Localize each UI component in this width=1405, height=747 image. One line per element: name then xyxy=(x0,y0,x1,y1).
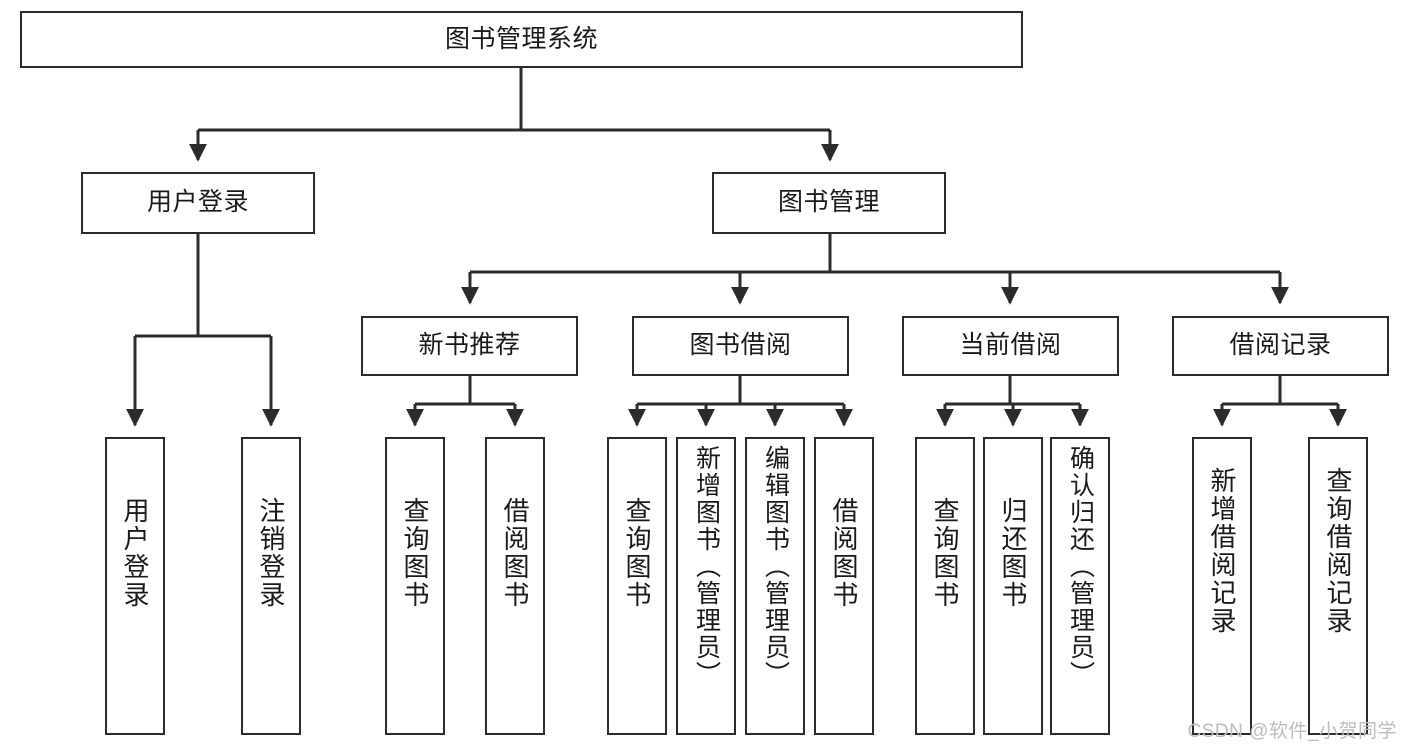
leaf-current-borrow-return-book[interactable]: 归还图书 xyxy=(983,437,1043,735)
node-borrow-records[interactable]: 借阅记录 xyxy=(1172,316,1389,376)
node-label: 新增图书（管理员） xyxy=(692,445,721,688)
node-label: 图书管理 xyxy=(777,188,880,217)
csdn-watermark: CSDN @软件_小贺同学 xyxy=(1187,721,1397,742)
node-label: 查询借阅记录 xyxy=(1323,467,1353,635)
node-label: 查询图书 xyxy=(930,497,960,609)
node-new-book-recommendation[interactable]: 新书推荐 xyxy=(361,316,578,376)
leaf-borrow-record-query-record[interactable]: 查询借阅记录 xyxy=(1308,437,1368,735)
node-label: 图书管理系统 xyxy=(444,24,598,53)
node-book-borrowing[interactable]: 图书借阅 xyxy=(632,316,849,376)
node-book-management[interactable]: 图书管理 xyxy=(712,172,946,234)
node-current-borrowing[interactable]: 当前借阅 xyxy=(902,316,1119,376)
node-label: 用户登录 xyxy=(120,497,150,609)
node-root-book-management-system[interactable]: 图书管理系统 xyxy=(20,11,1023,68)
node-label: 查询图书 xyxy=(400,497,430,609)
node-user-login[interactable]: 用户登录 xyxy=(81,172,315,234)
leaf-user-login-login[interactable]: 用户登录 xyxy=(105,437,165,735)
node-label: 当前借阅 xyxy=(959,331,1062,360)
leaf-book-borrow-add-book-admin[interactable]: 新增图书（管理员） xyxy=(676,437,736,735)
leaf-new-book-borrow-book[interactable]: 借阅图书 xyxy=(485,437,545,735)
node-label: 归还图书 xyxy=(998,497,1028,609)
node-label: 图书借阅 xyxy=(689,331,792,360)
leaf-current-borrow-confirm-return-admin[interactable]: 确认归还（管理员） xyxy=(1050,437,1110,735)
node-label: 确认归还（管理员） xyxy=(1066,445,1095,688)
node-label: 借阅记录 xyxy=(1229,331,1332,360)
node-label: 注销登录 xyxy=(256,497,286,609)
node-label: 用户登录 xyxy=(146,188,249,217)
leaf-book-borrow-borrow-book[interactable]: 借阅图书 xyxy=(814,437,874,735)
node-label: 新书推荐 xyxy=(418,331,521,360)
node-label: 查询图书 xyxy=(622,497,652,609)
leaf-new-book-query-book[interactable]: 查询图书 xyxy=(385,437,445,735)
node-label: 借阅图书 xyxy=(500,497,530,609)
node-label: 借阅图书 xyxy=(829,497,859,609)
node-label: 新增借阅记录 xyxy=(1207,467,1237,635)
node-label: 编辑图书（管理员） xyxy=(761,445,790,688)
leaf-borrow-record-add-record[interactable]: 新增借阅记录 xyxy=(1192,437,1252,735)
leaf-book-borrow-edit-book-admin[interactable]: 编辑图书（管理员） xyxy=(745,437,805,735)
leaf-book-borrow-query-book[interactable]: 查询图书 xyxy=(607,437,667,735)
leaf-current-borrow-query-book[interactable]: 查询图书 xyxy=(915,437,975,735)
leaf-user-login-logout[interactable]: 注销登录 xyxy=(241,437,301,735)
